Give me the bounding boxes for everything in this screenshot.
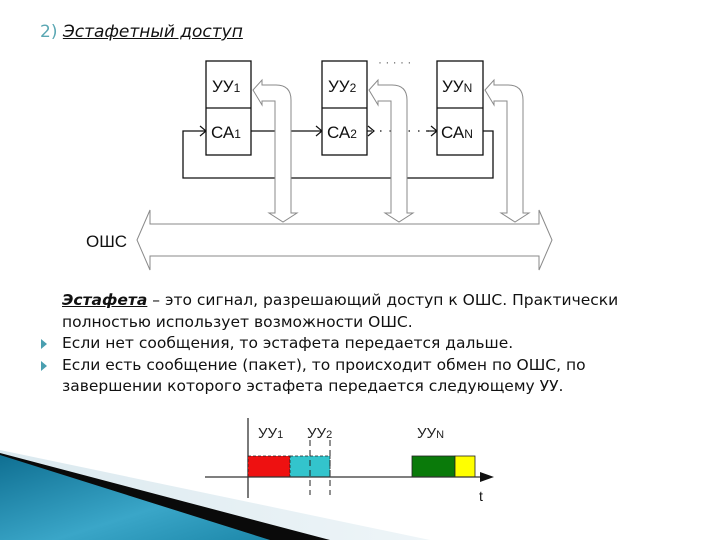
definition-term: Эстафета (62, 291, 148, 309)
node-n-uu-label: УУN (442, 77, 472, 96)
token-loop-line (182, 130, 494, 179)
bullet-text: Если есть сообщение (пакет), то происход… (62, 355, 586, 396)
node-2-uu-label: УУ2 (328, 77, 357, 96)
bar-uun-data (411, 455, 456, 478)
node-1: УУ1 СА1 (205, 60, 252, 156)
node-2-bus-link (368, 78, 415, 223)
explanation-text: Эстафета – это сигнал, разрешающий досту… (41, 290, 682, 398)
bullet-item-1: Если нет сообщения, то эстафета передает… (41, 333, 682, 355)
bullet-arrow-icon (41, 339, 47, 349)
time-axis-label: t (479, 488, 483, 504)
timing-label-uu2: УУ2 (307, 425, 332, 442)
time-arrowhead (480, 472, 494, 482)
node-2-ca-label: СА2 (327, 123, 357, 142)
node-n-ca-label: САN (441, 123, 473, 142)
bar-uu1 (247, 455, 291, 478)
timing-label-uun: УУN (417, 425, 444, 442)
node-1-bus-link (252, 78, 299, 223)
nodes-ellipsis: · · · · · (378, 55, 411, 69)
decor-swoosh-blue (0, 455, 270, 540)
title-text: Эстафетный доступ (62, 22, 243, 42)
node-n-bus-link (484, 78, 531, 223)
title-number: 2) (40, 22, 58, 42)
bullet-text: Если нет сообщения, то эстафета передает… (62, 334, 514, 352)
node-1-ca-label: СА1 (211, 123, 241, 142)
bus-arrow (136, 209, 553, 271)
bullet-item-2: Если есть сообщение (пакет), то происход… (41, 355, 682, 398)
node-n: УУN САN (436, 60, 484, 156)
node-1-uu-label: УУ1 (212, 77, 241, 96)
timing-chart: t УУ1 УУ2 УУN (205, 418, 494, 504)
bus-label: ОШС (86, 232, 127, 251)
definition-paragraph: Эстафета – это сигнал, разрешающий досту… (62, 290, 682, 333)
node-2: УУ2 СА2 (321, 60, 368, 156)
definition-body: – это сигнал, разрешающий доступ к ОШС. … (62, 291, 619, 331)
slide-title: 2) Эстафетный доступ (40, 22, 243, 42)
arrowhead-ca2-out (367, 125, 375, 137)
bar-uun-token (454, 455, 476, 478)
timing-label-uu1: УУ1 (258, 425, 283, 442)
bullet-arrow-icon (41, 360, 47, 371)
